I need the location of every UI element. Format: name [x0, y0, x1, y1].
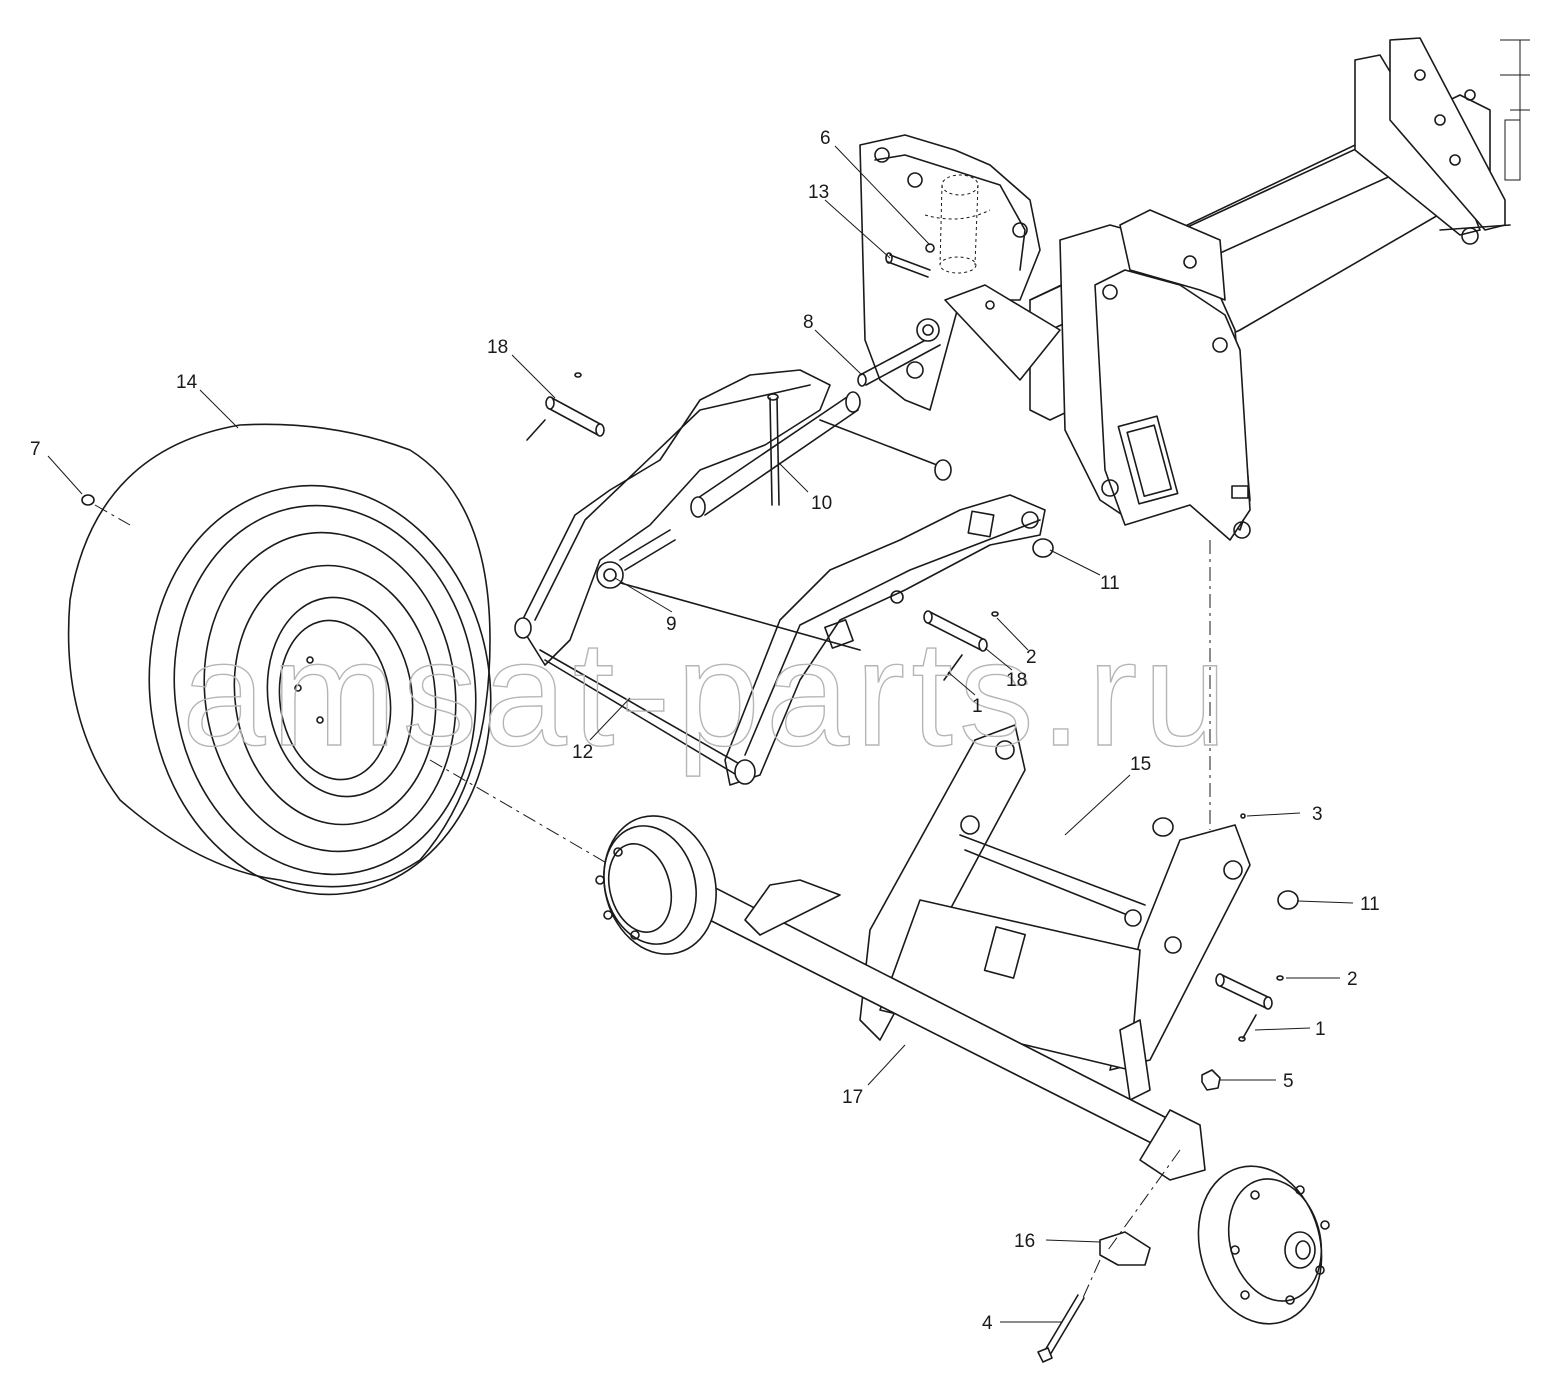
bolt-4 — [1037, 1294, 1085, 1363]
pin-18-lower — [923, 610, 999, 681]
pin-18-upper — [526, 372, 605, 441]
callout-4: 4 — [982, 1313, 993, 1334]
axle-17 — [595, 815, 1330, 1325]
tire-14 — [67, 423, 492, 896]
bolt-1-lower — [1238, 1014, 1257, 1042]
callout-7: 7 — [30, 439, 41, 460]
callout-18-lower: 18 — [1006, 670, 1027, 691]
callout-9: 9 — [666, 614, 677, 635]
grease-fitting-3 — [1240, 813, 1246, 819]
callout-13: 13 — [808, 182, 829, 203]
right-pivot-bracket — [944, 209, 1251, 541]
callout-3: 3 — [1312, 804, 1323, 825]
bushings-11 — [1032, 538, 1299, 910]
callout-11-lower: 11 — [1360, 894, 1380, 915]
swing-arm-assembly — [514, 369, 1046, 786]
watermark: amsat-parts.ru — [182, 609, 1233, 777]
callout-1-upper: 1 — [972, 696, 983, 717]
callout-2-lower: 2 — [1347, 969, 1358, 990]
nut-5 — [1201, 1069, 1221, 1091]
pin-2-lower — [1215, 973, 1284, 1010]
axle-support-frame-15 — [859, 724, 1251, 1101]
pin-8 — [857, 318, 941, 387]
callout-8: 8 — [803, 312, 814, 333]
callout-18-upper: 18 — [487, 337, 508, 358]
callout-5: 5 — [1283, 1071, 1294, 1092]
callout-labels: 7 14 18 6 13 8 10 9 11 2 18 1 12 15 3 11… — [30, 128, 1380, 1334]
callout-16: 16 — [1014, 1231, 1035, 1252]
callout-14: 14 — [176, 372, 198, 393]
callout-12: 12 — [572, 742, 593, 763]
callout-6: 6 — [820, 128, 831, 149]
callout-1-lower: 1 — [1315, 1019, 1326, 1040]
assembly-centerlines — [94, 504, 1211, 1301]
callout-2-upper: 2 — [1026, 647, 1037, 668]
callout-15: 15 — [1130, 754, 1151, 775]
callout-17: 17 — [842, 1087, 863, 1108]
callout-11-upper: 11 — [1100, 573, 1120, 594]
leader-lines — [47, 145, 1354, 1323]
left-pivot-bracket — [859, 134, 1041, 411]
clamp-16 — [1099, 1231, 1151, 1266]
callout-10: 10 — [811, 493, 832, 514]
